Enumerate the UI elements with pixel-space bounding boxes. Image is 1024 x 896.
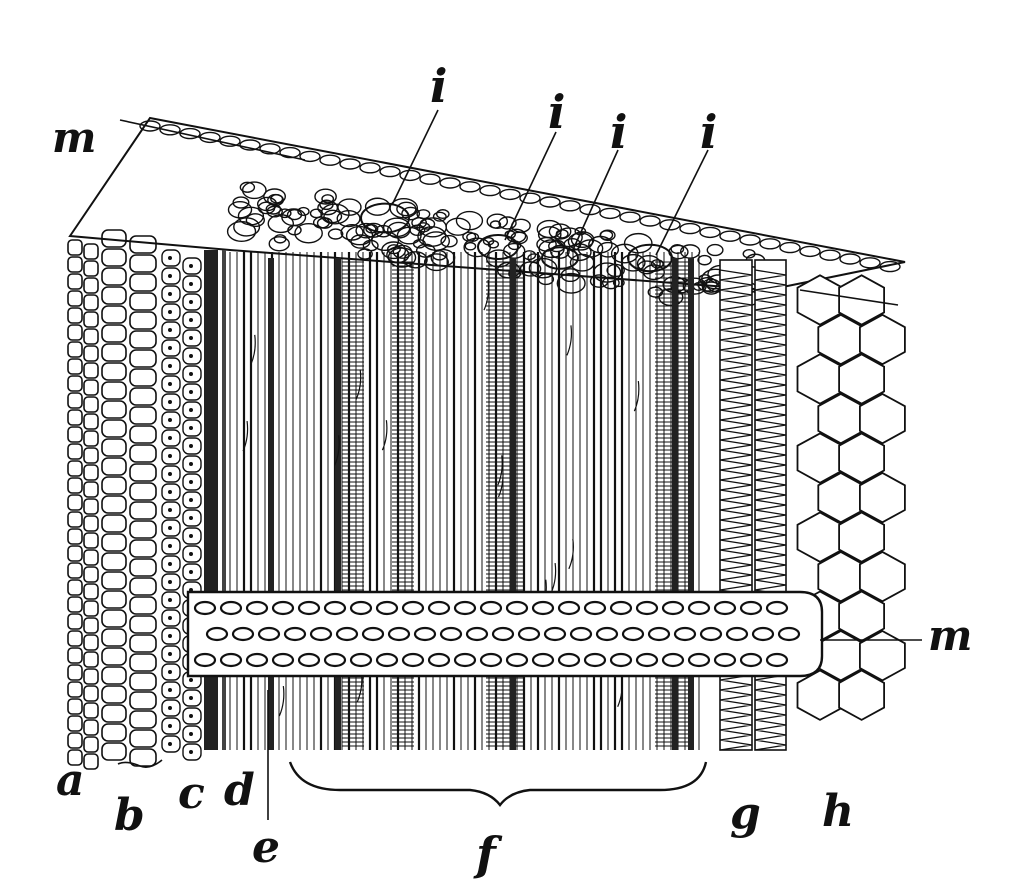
- leader-lines: [117, 109, 922, 820]
- label-m-top: m: [52, 113, 96, 162]
- label-g: g: [730, 788, 761, 839]
- layer-h-pith: [796, 274, 906, 721]
- layer-f-wood: [229, 252, 700, 750]
- label-e: e: [252, 822, 280, 873]
- label-i-2: i: [548, 85, 565, 139]
- label-i-1: i: [430, 59, 447, 113]
- labels: m i i i i m a b c d e f g h: [52, 59, 972, 881]
- layer-a-epidermis: [67, 239, 99, 770]
- label-a: a: [56, 755, 85, 806]
- label-m-right: m: [928, 611, 972, 660]
- label-f: f: [473, 827, 503, 881]
- medullary-ray-band: [186, 590, 824, 678]
- top-face-cells: [139, 120, 901, 309]
- label-b: b: [114, 790, 145, 841]
- label-c: c: [178, 768, 205, 819]
- label-h: h: [822, 786, 854, 837]
- label-i-3: i: [610, 105, 627, 159]
- label-i-4: i: [700, 105, 717, 159]
- medullary-ray-cells: [193, 600, 801, 668]
- top-face: [68, 116, 906, 309]
- label-d: d: [224, 765, 255, 816]
- layer-b-cortex: [101, 229, 157, 767]
- layer-c-bast-cells: [161, 249, 202, 761]
